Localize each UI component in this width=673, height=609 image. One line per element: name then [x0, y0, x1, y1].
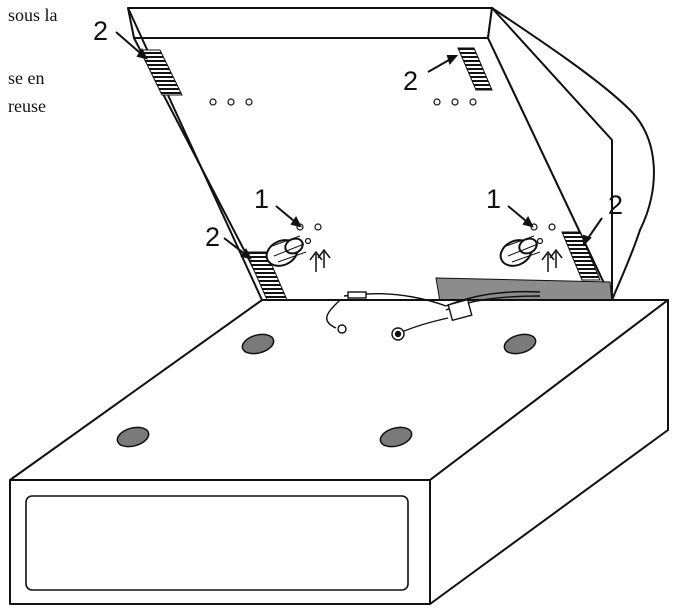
thumb-screw-right	[499, 235, 541, 267]
fragment-text-line-2: se en	[8, 68, 45, 88]
callout-leaders	[115, 31, 603, 260]
base-feet	[116, 333, 537, 448]
thumb-screw-left	[265, 235, 307, 267]
grip-pads	[139, 47, 601, 303]
callout-2-bottom-right: 2	[608, 190, 623, 220]
grip-pad-top-left	[139, 49, 183, 96]
callout-2-bottom-left: 2	[205, 222, 220, 252]
callout-1-right: 1	[486, 184, 501, 214]
cable-harness	[326, 290, 541, 341]
callout-2-top-right: 2	[403, 66, 418, 96]
fragment-text-line-3: reuse	[8, 96, 46, 116]
grip-pad-top-right	[457, 47, 493, 91]
callout-1-left: 1	[254, 184, 269, 214]
base-box	[9, 299, 669, 605]
direction-arrows	[309, 248, 563, 272]
callout-2-top-left: 2	[93, 16, 108, 46]
fragment-text-line-1: sous la	[8, 5, 58, 25]
connector-block	[447, 298, 473, 322]
cable-channel	[435, 277, 613, 303]
grip-pad-bottom-right	[561, 231, 601, 281]
lid-panel	[127, 7, 655, 301]
